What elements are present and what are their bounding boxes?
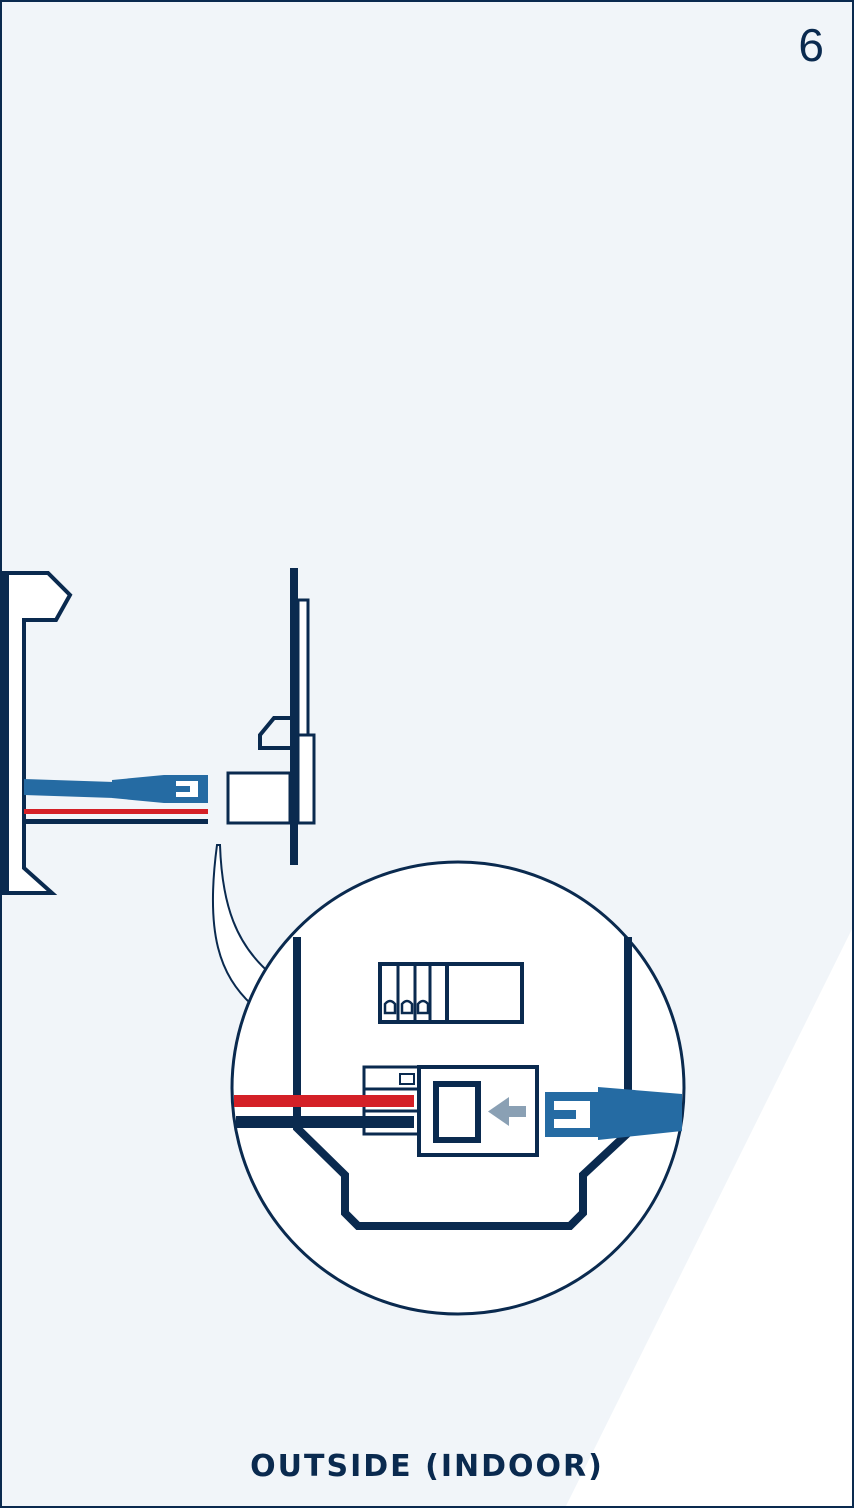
navy-wire	[24, 819, 208, 824]
step-number: 6	[798, 19, 824, 71]
insert-arrow-icon	[488, 1097, 526, 1126]
network-cable	[24, 775, 208, 803]
red-wire	[24, 809, 208, 814]
light-wedge	[565, 925, 854, 1508]
indoor-unit	[226, 568, 316, 865]
outdoor-unit	[0, 571, 73, 895]
network-socket	[417, 1065, 539, 1157]
zoomed-detail	[234, 937, 682, 1230]
terminal-block	[378, 962, 524, 1024]
wall-socket	[226, 771, 292, 825]
zoom-navy-wire	[236, 1116, 414, 1128]
location-caption: OUTSIDE (INDOOR)	[250, 1449, 604, 1484]
zoom-red-wire	[234, 1095, 414, 1107]
zoom-network-plug	[545, 1087, 682, 1140]
power-wires	[24, 809, 208, 824]
